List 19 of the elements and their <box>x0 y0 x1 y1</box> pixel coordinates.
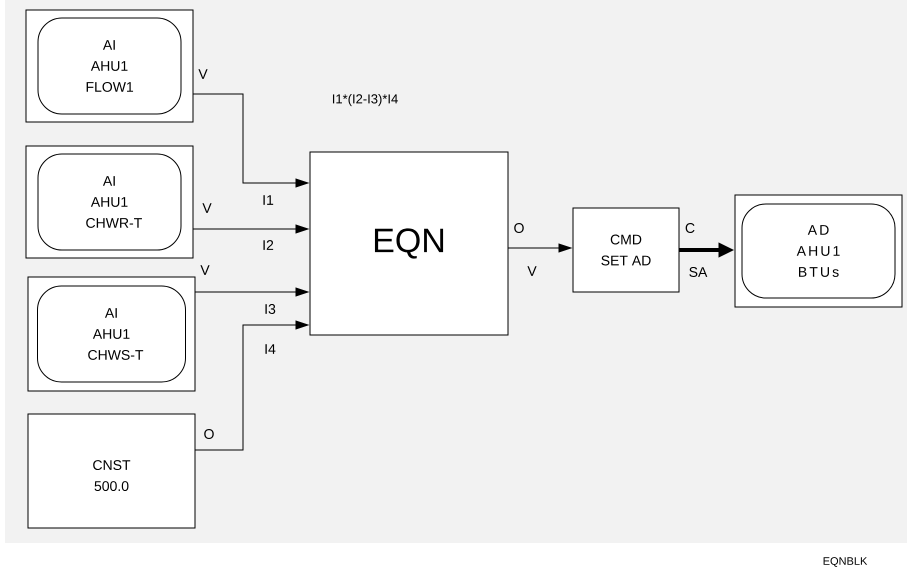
port-label: EQNBLK <box>824 557 868 567</box>
port-label: V <box>200 265 210 275</box>
formula-label: I1*(I2-I3)*I4 <box>332 94 398 106</box>
rounded-box: AI AHU1 FLOW1 <box>38 18 182 114</box>
process-box: CMD SET AD <box>572 208 680 292</box>
rounded-box: AI AHU1 CHWS-T <box>37 286 186 382</box>
port-label: I3 <box>265 304 276 314</box>
port-label: V <box>527 266 537 276</box>
port-label: V <box>202 203 212 213</box>
process-box: CNST 500.0 <box>28 414 196 528</box>
port-label: I4 <box>265 344 276 354</box>
rounded-box: AI AHU1 CHWR-T <box>38 154 182 250</box>
port-label: V <box>198 69 208 79</box>
port-label: O <box>204 429 214 439</box>
port-label: SA <box>689 267 708 277</box>
port-label: I1 <box>263 195 274 205</box>
process-box: EQN <box>310 152 508 336</box>
port-label: I2 <box>263 240 274 250</box>
rounded-box: AD AHU1 BTUs <box>742 204 896 298</box>
